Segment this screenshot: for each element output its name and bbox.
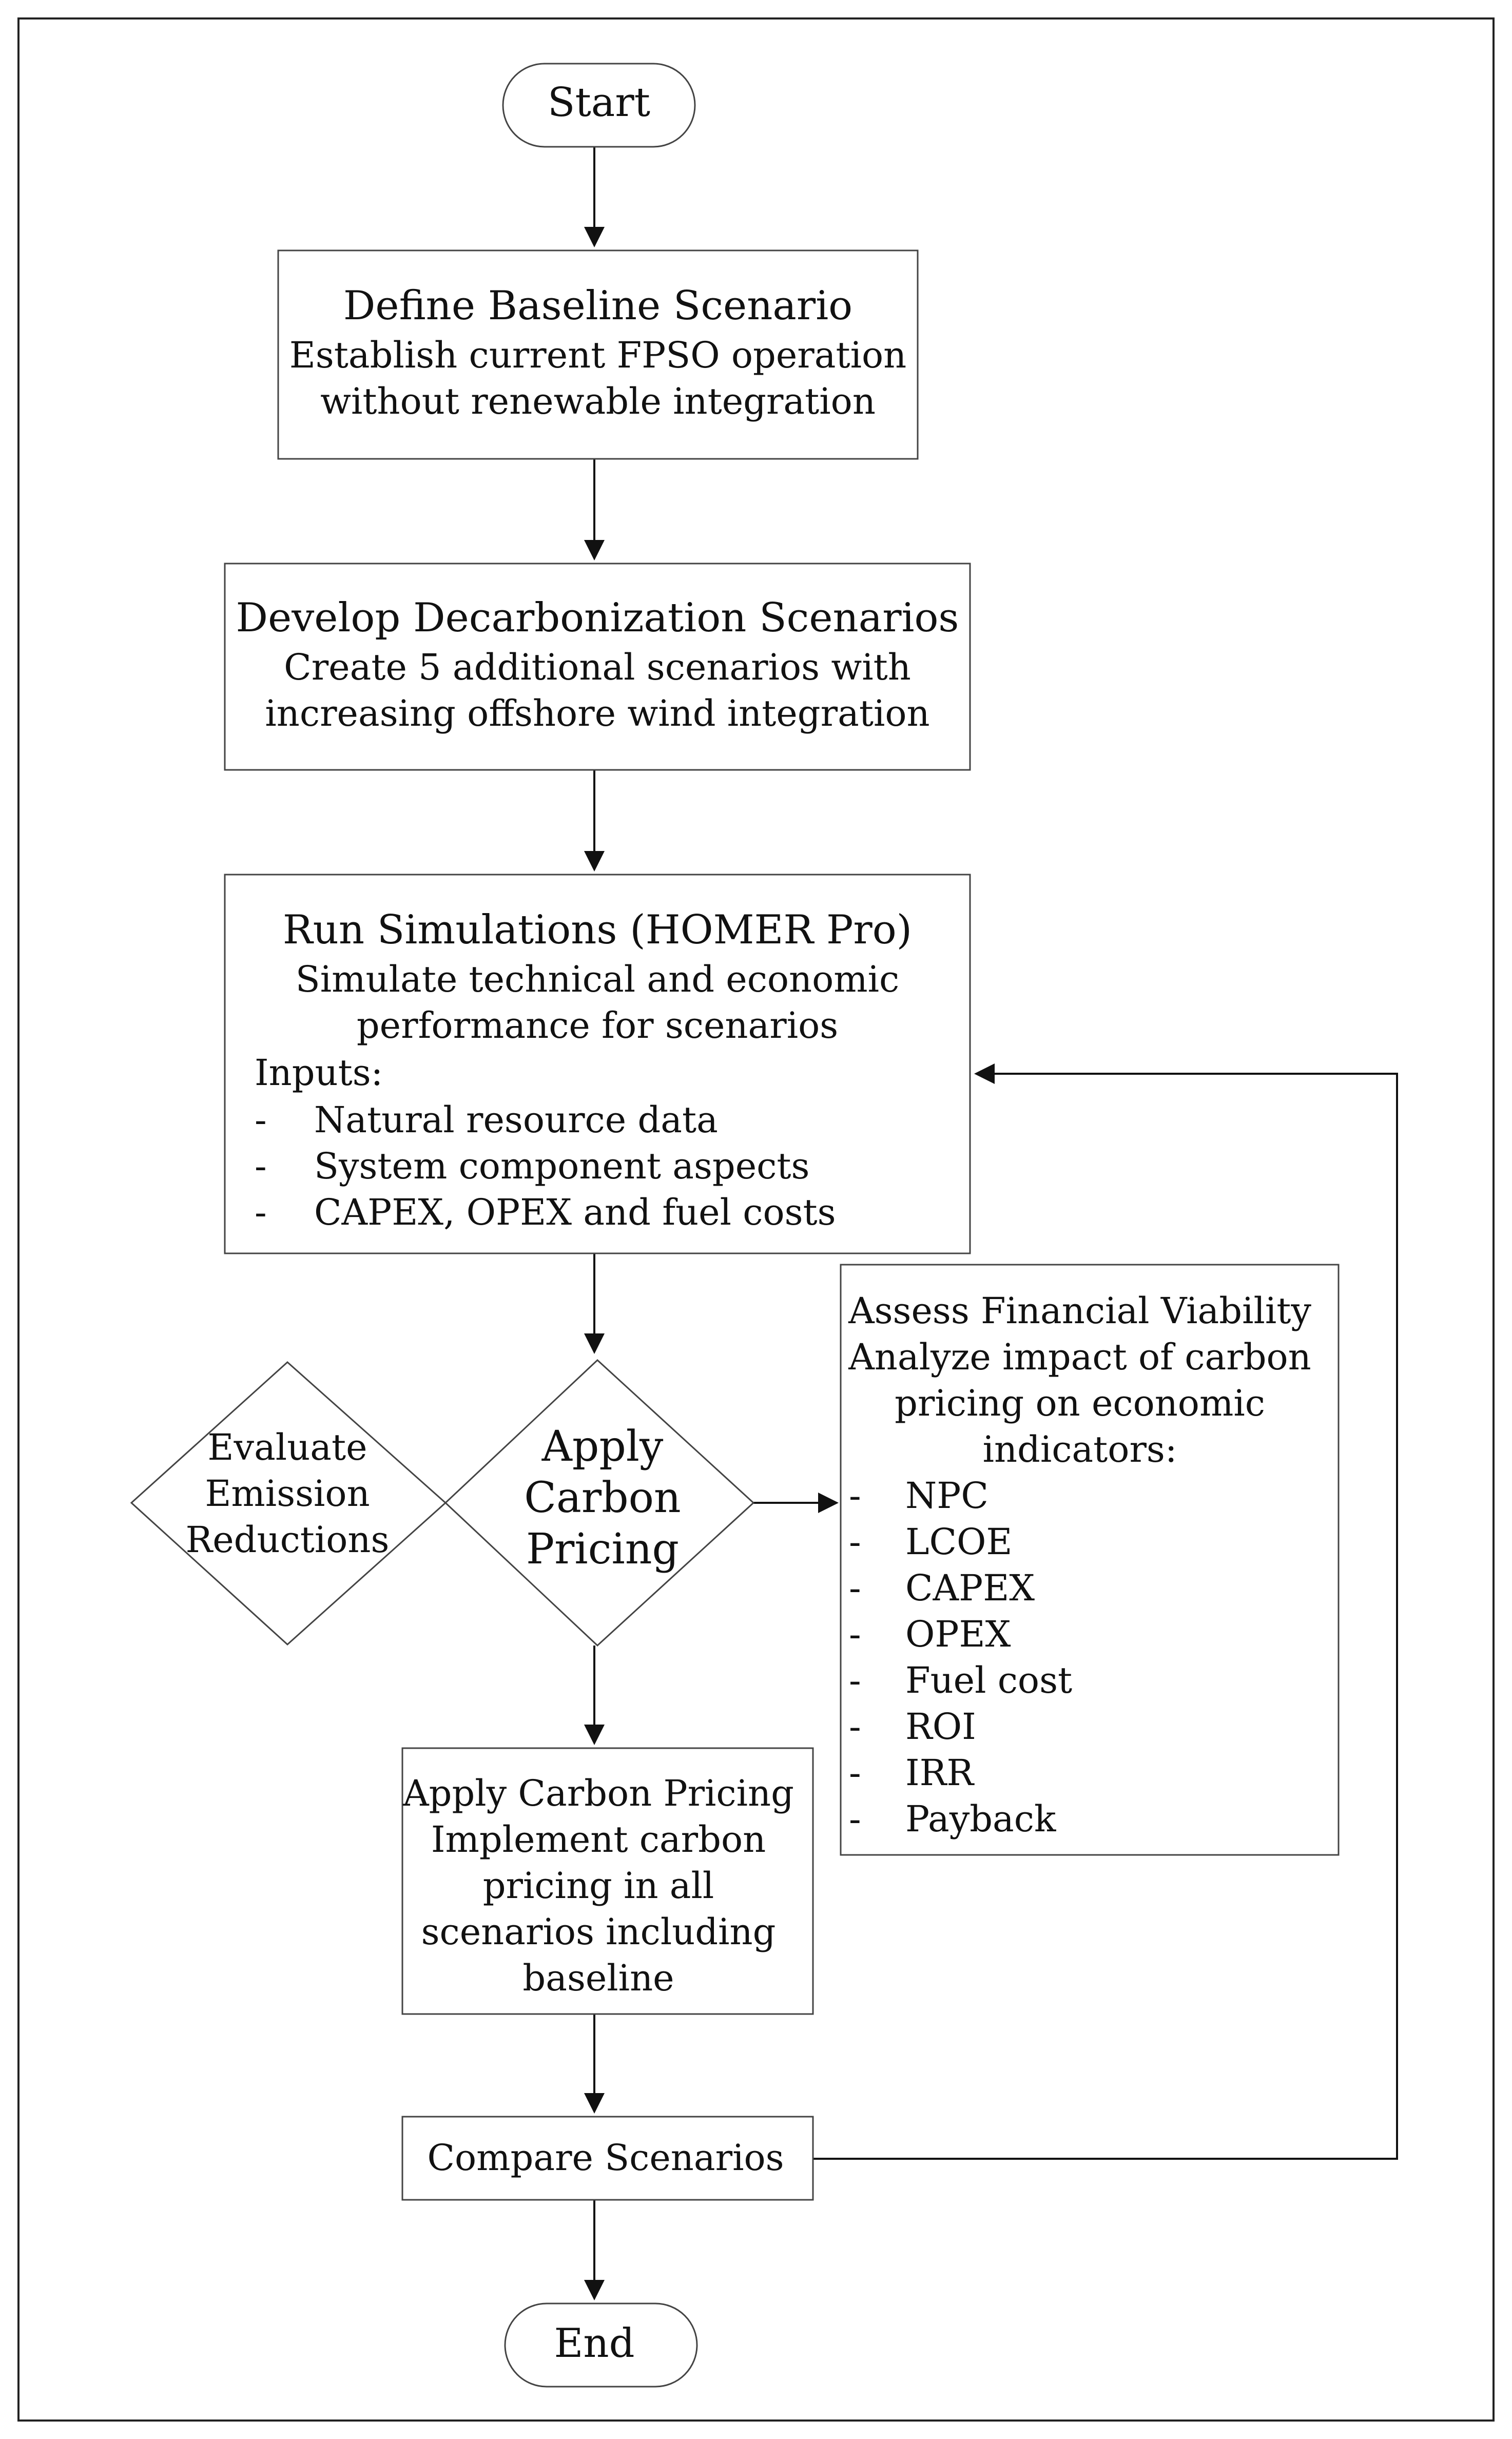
financial-item: NPC [905,1475,988,1517]
financial-item-dash: - [849,1521,861,1563]
simulate-input-item: System component aspects [314,1145,809,1187]
apply-box [401,1747,814,2015]
apply-line3: pricing in all [483,1865,714,1907]
financial-item-dash: - [849,1706,861,1748]
decision-line3: Pricing [526,1525,679,1574]
decarb-title: Develop Decarbonization Scenarios [236,595,959,641]
evaluate-line3: Reductions [186,1519,390,1561]
financial-item-dash: - [849,1567,861,1609]
financial-item: LCOE [905,1521,1013,1563]
decarb-box [224,563,971,771]
simulate-input-dash: - [255,1145,267,1187]
simulate-title: Run Simulations (HOMER Pro) [283,907,912,953]
financial-item: Payback [905,1798,1056,1840]
compare-box [401,2116,814,2201]
baseline-title: Define Baseline Scenario [343,283,852,329]
simulate-line1: Simulate technical and economic [296,958,899,1000]
financial-item-dash: - [849,1659,861,1701]
apply-line5: baseline [522,1957,674,1999]
financial-indicator-list: - NPC - LCOE - CAPEX - OPEX - Fuel cost … [849,1475,1072,1840]
decision-line1: Apply [541,1422,664,1471]
evaluate-line2: Emission [205,1473,370,1515]
financial-line2: Analyze impact of carbon [848,1336,1311,1378]
start-label: Start [548,80,650,126]
financial-item-dash: - [849,1613,861,1655]
simulate-line2: performance for scenarios [357,1004,838,1047]
baseline-line1: Establish current FPSO operation [289,334,906,376]
arrow-compare-loop-to-simulate [813,1063,1398,2160]
apply-line4: scenarios including [421,1911,776,1953]
simulate-inputs-list: - Natural resource data - System compone… [255,1099,836,1233]
decarb-line1: Create 5 additional scenarios with [284,646,911,688]
financial-line1: Assess Financial Viability [848,1290,1311,1332]
simulate-inputs-label: Inputs: [255,1052,383,1094]
simulate-input-dash: - [255,1191,267,1233]
simulate-input-item: CAPEX, OPEX and fuel costs [314,1191,836,1233]
simulate-box [224,874,971,1254]
decision-diamond [444,1359,755,1647]
apply-line1: Apply Carbon Pricing [402,1772,794,1814]
simulate-input-item: Natural resource data [314,1099,718,1141]
financial-item-dash: - [849,1752,861,1794]
baseline-box [277,249,919,460]
financial-line4: indicators: [983,1428,1177,1470]
financial-item-dash: - [849,1798,861,1840]
decarb-line2: increasing offshore wind integration [265,692,929,734]
financial-item: IRR [905,1752,975,1794]
evaluate-diamond [130,1361,447,1646]
simulate-input-dash: - [255,1099,267,1141]
financial-box [840,1264,1340,1856]
start-terminal [502,63,696,148]
financial-item: OPEX [905,1613,1011,1655]
decision-line2: Carbon [524,1474,681,1522]
end-terminal [504,2302,698,2388]
apply-line2: Implement carbon [431,1818,766,1861]
financial-item: ROI [905,1706,976,1748]
financial-item: Fuel cost [905,1659,1072,1701]
compare-label: Compare Scenarios [427,2137,784,2179]
end-label: End [554,2320,634,2367]
evaluate-line1: Evaluate [207,1426,367,1468]
baseline-line2: without renewable integration [320,380,876,422]
financial-item-dash: - [849,1475,861,1517]
outer-frame [17,17,1495,2422]
financial-line3: pricing on economic [895,1382,1265,1424]
financial-item: CAPEX [905,1567,1035,1609]
